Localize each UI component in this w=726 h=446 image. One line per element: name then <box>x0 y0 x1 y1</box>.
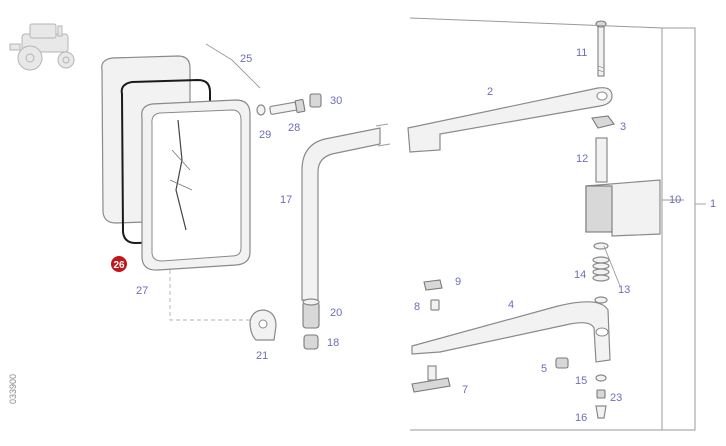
label-8: 8 <box>414 301 420 313</box>
tractor-icon <box>9 23 75 71</box>
label-10: 10 <box>669 194 681 206</box>
outer-bracket <box>662 27 696 431</box>
label-27: 27 <box>136 285 148 297</box>
housing-part[interactable] <box>585 179 661 237</box>
label-7: 7 <box>462 384 468 396</box>
highlight-badge-icon[interactable]: 26 <box>111 256 127 272</box>
label-1: 1 <box>710 198 716 210</box>
spring-part[interactable] <box>592 242 610 304</box>
clamp-part[interactable] <box>249 309 277 341</box>
knob-part[interactable] <box>411 365 451 393</box>
label-21: 21 <box>256 350 268 362</box>
part-labels: 25 30 29 28 2 11 3 12 10 1 17 27 9 8 4 1… <box>136 47 716 424</box>
pad-part[interactable] <box>423 279 443 291</box>
bolt-part[interactable] <box>269 99 306 115</box>
reference-code: 033900 <box>8 374 18 404</box>
lock-nut-part[interactable] <box>303 334 319 350</box>
label-17: 17 <box>280 194 292 206</box>
label-23: 23 <box>610 392 622 404</box>
mirror-frame-part[interactable] <box>141 99 251 271</box>
label-20: 20 <box>330 307 342 319</box>
label-14: 14 <box>574 269 586 281</box>
label-25: 25 <box>240 53 252 65</box>
label-5: 5 <box>541 363 547 375</box>
label-28: 28 <box>288 122 300 134</box>
long-bolt-part[interactable] <box>595 20 607 77</box>
mirror-arm-part[interactable] <box>301 123 391 301</box>
label-4: 4 <box>508 299 514 311</box>
screw-part[interactable] <box>555 357 569 369</box>
label-18: 18 <box>327 337 339 349</box>
pivot-block-part[interactable] <box>591 115 615 129</box>
badge-label: 26 <box>113 260 125 271</box>
assembly-bracket <box>409 17 663 431</box>
label-30: 30 <box>330 95 342 107</box>
lower-bracket-part[interactable] <box>411 301 611 363</box>
label-11: 11 <box>576 47 587 59</box>
label-12: 12 <box>576 153 588 165</box>
spacer-tube-part[interactable] <box>595 137 608 183</box>
label-3: 3 <box>620 121 626 133</box>
bottom-fasteners-part[interactable] <box>595 374 607 419</box>
bushing-part[interactable] <box>302 298 320 329</box>
nut-part[interactable] <box>309 93 322 108</box>
label-2: 2 <box>487 86 493 98</box>
label-16: 16 <box>575 412 587 424</box>
label-9: 9 <box>455 276 461 288</box>
label-29: 29 <box>259 129 271 141</box>
label-13: 13 <box>618 284 630 296</box>
label-15: 15 <box>575 375 587 387</box>
small-washer-part[interactable] <box>430 299 440 311</box>
upper-bracket-part[interactable] <box>407 87 613 153</box>
washer-part[interactable] <box>256 104 266 116</box>
